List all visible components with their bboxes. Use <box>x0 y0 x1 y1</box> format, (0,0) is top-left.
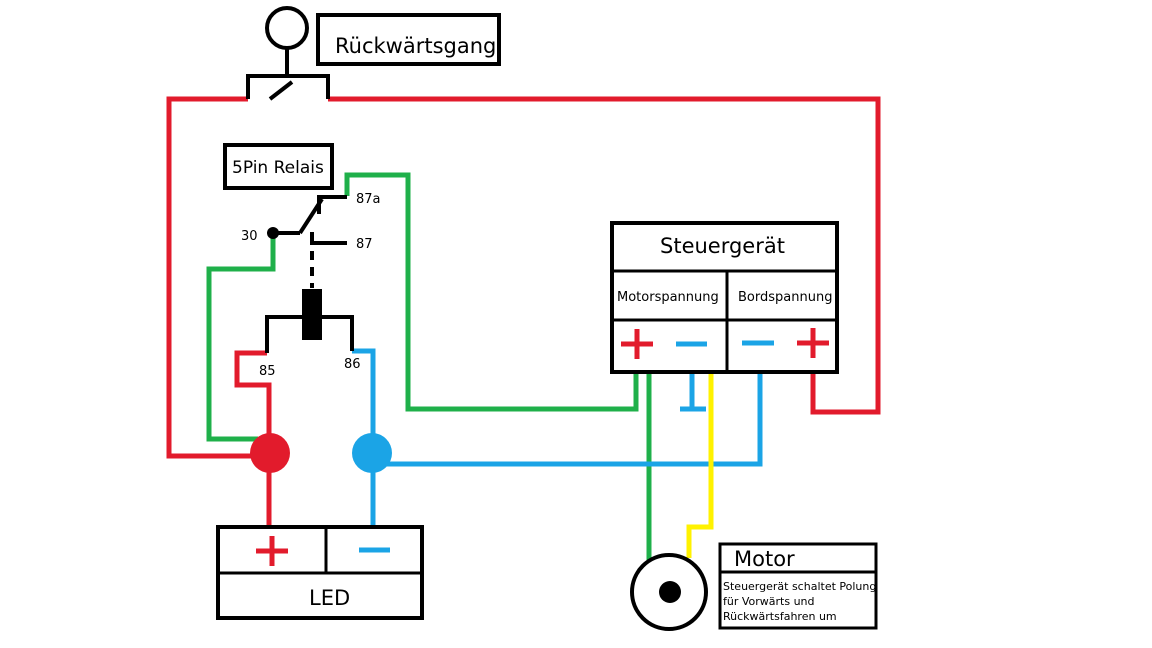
motor-shaft-icon <box>659 581 681 603</box>
reverse-gear-label-box <box>316 13 501 66</box>
pin-85-label: 85 <box>259 364 276 379</box>
pin-87a-label: 87a <box>356 192 381 207</box>
relay-title: 5Pin Relais <box>232 158 324 178</box>
controller-board-plus-icon <box>797 328 829 358</box>
relay-pin-30-node <box>267 227 279 239</box>
junction-red <box>250 433 290 473</box>
switch-contact-icon <box>268 80 294 101</box>
controller-motor-plus-icon <box>621 329 653 359</box>
motor-label-box <box>718 542 878 630</box>
motor-voltage-label: Motorspannung <box>617 290 719 305</box>
relay-coil-icon <box>302 289 322 340</box>
relay-contact-87 <box>310 232 347 245</box>
controller-box <box>610 221 839 374</box>
led-title: LED <box>309 586 350 610</box>
led-plus-icon <box>256 536 288 566</box>
wire-blue-board-minus <box>385 371 763 467</box>
switch-actuator <box>246 74 330 99</box>
pin-30-label: 30 <box>241 229 258 244</box>
junction-blue <box>352 433 392 473</box>
pin-87-label: 87 <box>356 237 373 252</box>
reverse-gear-label: Rückwärtsgang <box>335 34 496 58</box>
relay-contact-87a <box>317 195 347 214</box>
wire-red-85 <box>234 350 272 528</box>
motor-note-line-2: für Vorwärts und <box>723 595 815 608</box>
reverse-gear-lamp-icon <box>265 6 309 50</box>
wire-green-30 <box>206 234 276 442</box>
pin-86-label: 86 <box>344 357 361 372</box>
wire-red-reverse-left <box>166 96 252 459</box>
controller-title: Steuergerät <box>660 234 785 258</box>
board-voltage-label: Bordspannung <box>738 290 832 305</box>
motor-note-line-1: Steuergerät schaltet Polung <box>723 580 876 593</box>
relay-title-box <box>223 143 334 190</box>
wire-green-87a <box>344 172 639 412</box>
motor-title: Motor <box>734 547 795 571</box>
wire-red-reverse-right <box>328 96 881 415</box>
motor-note-line-3: Rückwärtsfahren um <box>723 610 837 623</box>
wire-yellow-motor <box>686 371 714 558</box>
